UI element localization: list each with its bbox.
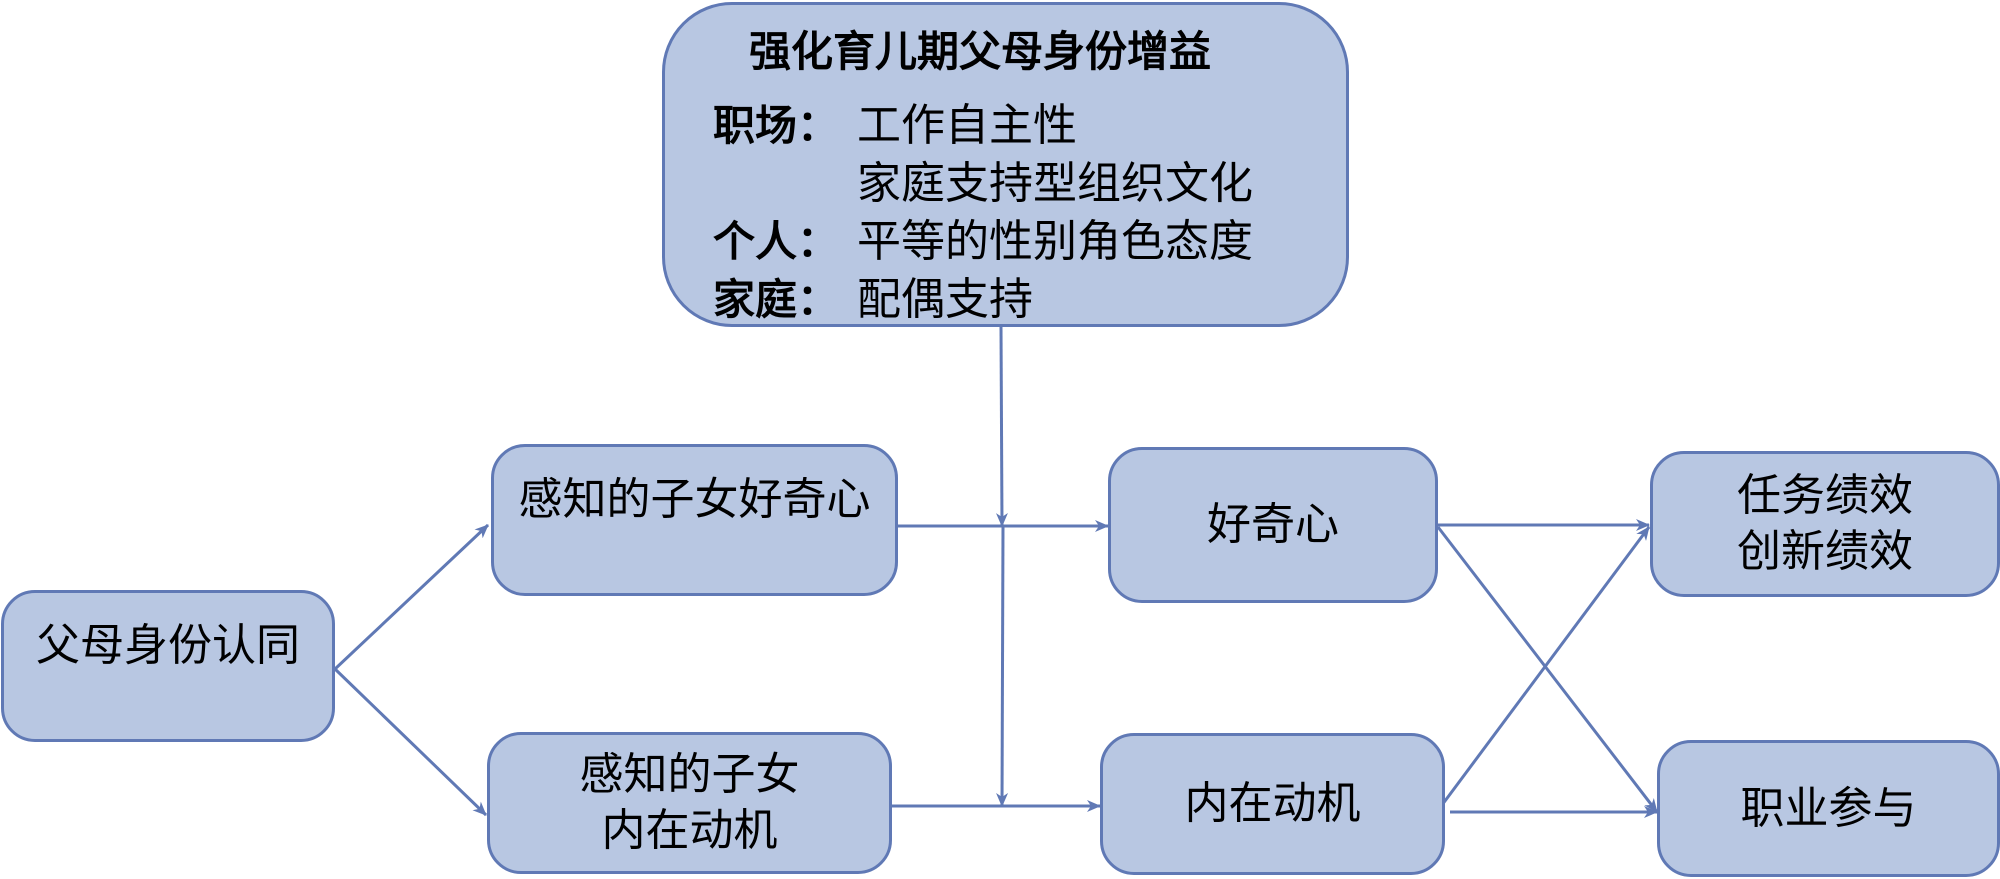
moderator-row-label: 家庭： (713, 275, 840, 324)
node-label: 职业参与 (1740, 782, 1917, 834)
node-parent-identity: 父母身份认同 (1, 590, 335, 742)
edge-identity-to-perceived-curiosity (333, 523, 490, 671)
node-career-engagement: 职业参与 (1657, 740, 2000, 877)
node-performance: 任务绩效 创新绩效 (1650, 451, 2000, 597)
moderator-row-workplace-2: 家庭支持型组织文化 (713, 155, 1253, 213)
node-label: 任务绩效 (1737, 470, 1913, 521)
node-label: 感知的子女好奇心 (518, 474, 871, 525)
node-label: 感知的子女 (579, 749, 800, 800)
node-label: 内在动机 (601, 805, 778, 856)
node-label: 内在动机 (1184, 778, 1361, 829)
moderator-row-label: 个人： (713, 217, 840, 266)
edge-identity-to-perceived-motivation (333, 667, 488, 817)
moderator-row-value: 家庭支持型组织文化 (857, 158, 1253, 209)
node-label: 创新绩效 (1737, 526, 1913, 577)
moderator-title: 强化育儿期父母身份增益 (749, 27, 1212, 76)
edge-motivation-to-performance (1440, 526, 1651, 806)
node-perceived-child-curiosity: 感知的子女好奇心 (491, 444, 898, 596)
edge-curiosity-to-career (1436, 526, 1659, 813)
edge-moderator-to-path2 (996, 525, 1009, 807)
edge-moderator-to-path1 (995, 326, 1008, 527)
moderator-row-value: 平等的性别角色态度 (857, 216, 1253, 267)
moderator-box: 强化育儿期父母身份增益 职场： 工作自主性 家庭支持型组织文化 个人： 平等的性别角… (662, 2, 1349, 327)
moderator-row-workplace: 职场： 工作自主性 (713, 97, 1077, 155)
node-perceived-child-motivation: 感知的子女 内在动机 (487, 732, 892, 874)
node-intrinsic-motivation: 内在动机 (1100, 733, 1445, 875)
node-label: 父母身份认同 (36, 620, 300, 671)
moderator-row-value: 配偶支持 (857, 274, 1033, 325)
node-label: 好奇心 (1207, 499, 1339, 550)
moderator-row-label: 职场： (713, 101, 840, 150)
node-curiosity: 好奇心 (1108, 447, 1438, 603)
moderator-row-family: 家庭： 配偶支持 (713, 271, 1033, 329)
moderator-row-personal: 个人： 平等的性别角色态度 (713, 213, 1253, 271)
moderator-row-value: 工作自主性 (857, 100, 1077, 151)
